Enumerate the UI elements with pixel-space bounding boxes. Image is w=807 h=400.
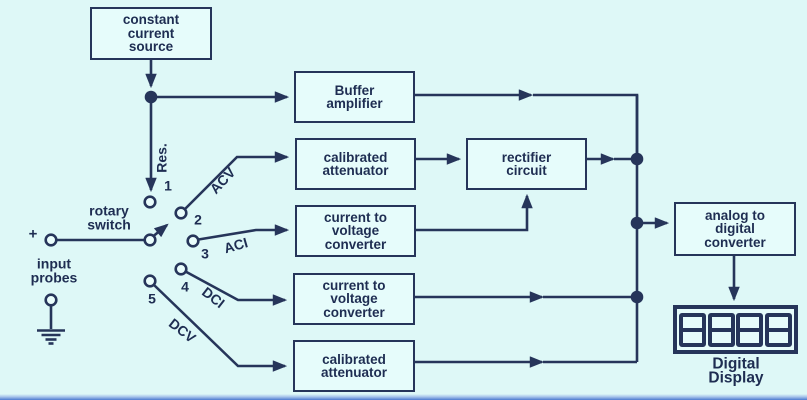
buffer-amplifier-box: Buffer amplifier [294, 71, 415, 123]
digital-display-digits [679, 312, 792, 347]
switch-contact-5[interactable] [143, 274, 157, 288]
switch-position-1-label: 1 [164, 177, 172, 194]
junction-dot-dci [630, 290, 644, 304]
wire-contact4-dci [184, 270, 288, 306]
switch-contact-4[interactable] [174, 262, 188, 276]
switch-hub-contact[interactable] [143, 233, 157, 247]
switch-wiper-arrow[interactable] [152, 223, 169, 238]
switch-mode-res-label: Res. [153, 143, 170, 173]
input-probes-label: input probes [30, 255, 78, 285]
switch-contact-1[interactable] [143, 195, 157, 209]
current-to-voltage-converter-dci-box: current to voltage converter [293, 273, 415, 325]
switch-position-2-label: 2 [194, 211, 202, 228]
seven-segment-digit-8 [679, 312, 707, 347]
switch-position-4-label: 4 [181, 278, 189, 295]
wire-contact2-acv [183, 151, 290, 211]
calibrated-attenuator-acv-box: calibrated attenuator [295, 138, 416, 190]
ground-terminal [44, 293, 58, 307]
switch-contact-3[interactable] [186, 234, 200, 248]
digital-display [673, 305, 798, 354]
rotary-switch-label: rotary switch [87, 202, 131, 232]
calibrated-attenuator-dcv-box: calibrated attenuator [293, 340, 415, 392]
junction-dot-rectifier [630, 152, 644, 166]
wire-converter-aci-to-rectifier [416, 193, 533, 232]
junction-dot-source [144, 90, 158, 104]
digital-display-label: Digital Display [708, 355, 764, 386]
rectifier-circuit-box: rectifier circuit [466, 138, 587, 190]
junction-dot-adc [630, 216, 644, 230]
switch-contact-2[interactable] [174, 206, 188, 220]
wire-contact3-aci [198, 224, 290, 241]
seven-segment-digit-8 [707, 312, 735, 347]
switch-position-5-label: 5 [148, 290, 156, 307]
seven-segment-digit-8 [736, 312, 764, 347]
seven-segment-digit-8 [764, 312, 792, 347]
switch-position-3-label: 3 [201, 245, 209, 262]
wire-contact5-dcv [153, 284, 288, 372]
constant-current-source-box: constant current source [90, 7, 212, 60]
input-plus-terminal [44, 233, 58, 247]
plus-terminal-label: + [28, 225, 38, 243]
image-bottom-edge [0, 394, 807, 400]
analog-to-digital-converter-box: analog to digital converter [674, 202, 796, 256]
current-to-voltage-converter-aci-box: current to voltage converter [295, 205, 416, 257]
